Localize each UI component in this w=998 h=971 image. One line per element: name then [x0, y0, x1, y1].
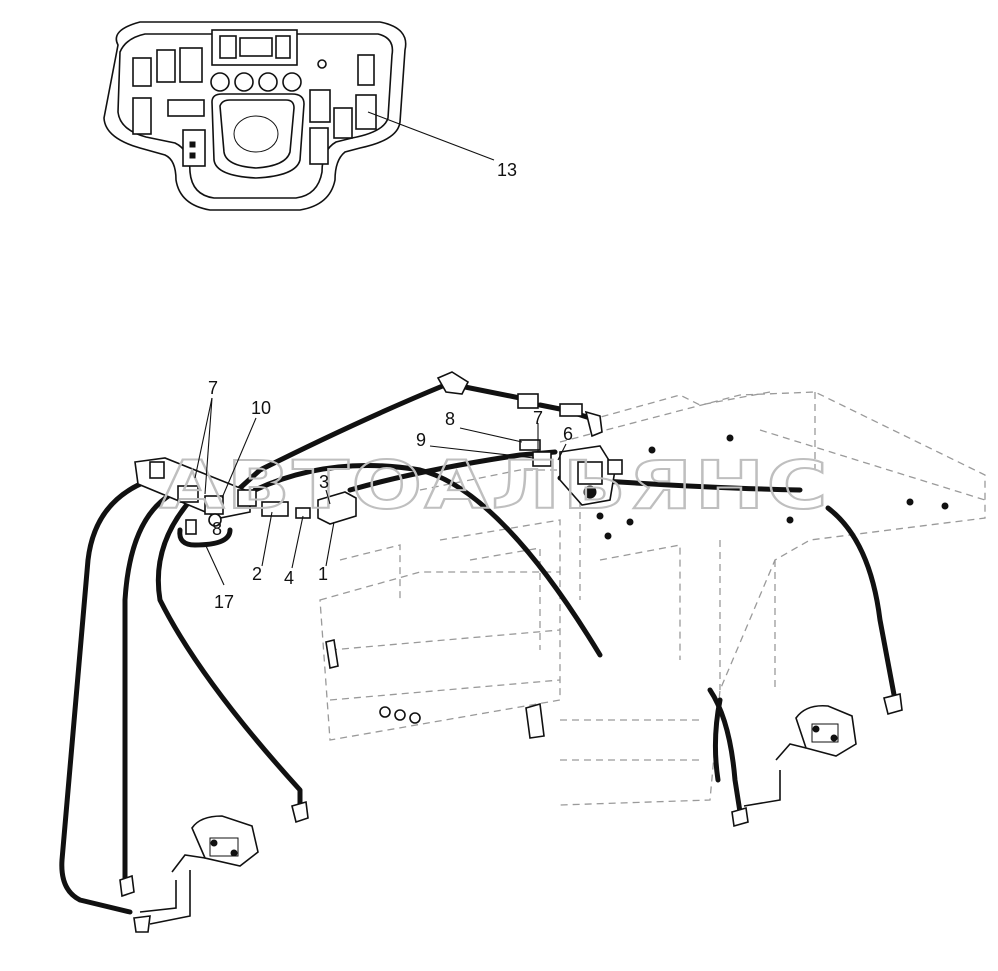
callout-6: 6 — [563, 424, 573, 444]
callout-10: 10 — [251, 398, 271, 418]
callout-3: 3 — [319, 472, 329, 492]
control-console — [103, 21, 407, 211]
callout-7-left: 7 — [208, 378, 218, 398]
callout-2: 2 — [252, 564, 262, 584]
leader-lines — [194, 111, 567, 586]
callout-4: 4 — [284, 568, 294, 588]
callout-8-top: 8 — [445, 409, 455, 429]
callout-labels: 13 7 10 8 9 7 6 3 8 2 4 1 17 — [208, 160, 573, 612]
callout-17: 17 — [214, 592, 234, 612]
callout-8-left: 8 — [212, 519, 222, 539]
callout-9: 9 — [416, 430, 426, 450]
callout-7-right: 7 — [533, 408, 543, 428]
pump-left — [119, 800, 309, 933]
hydraulic-components — [119, 371, 903, 933]
watermark-text: АВТОАЛЬЯНС — [160, 447, 830, 524]
callout-13: 13 — [497, 160, 517, 180]
callout-1: 1 — [318, 564, 328, 584]
hydraulic-hoses — [59, 382, 898, 915]
pump-right — [525, 693, 903, 828]
